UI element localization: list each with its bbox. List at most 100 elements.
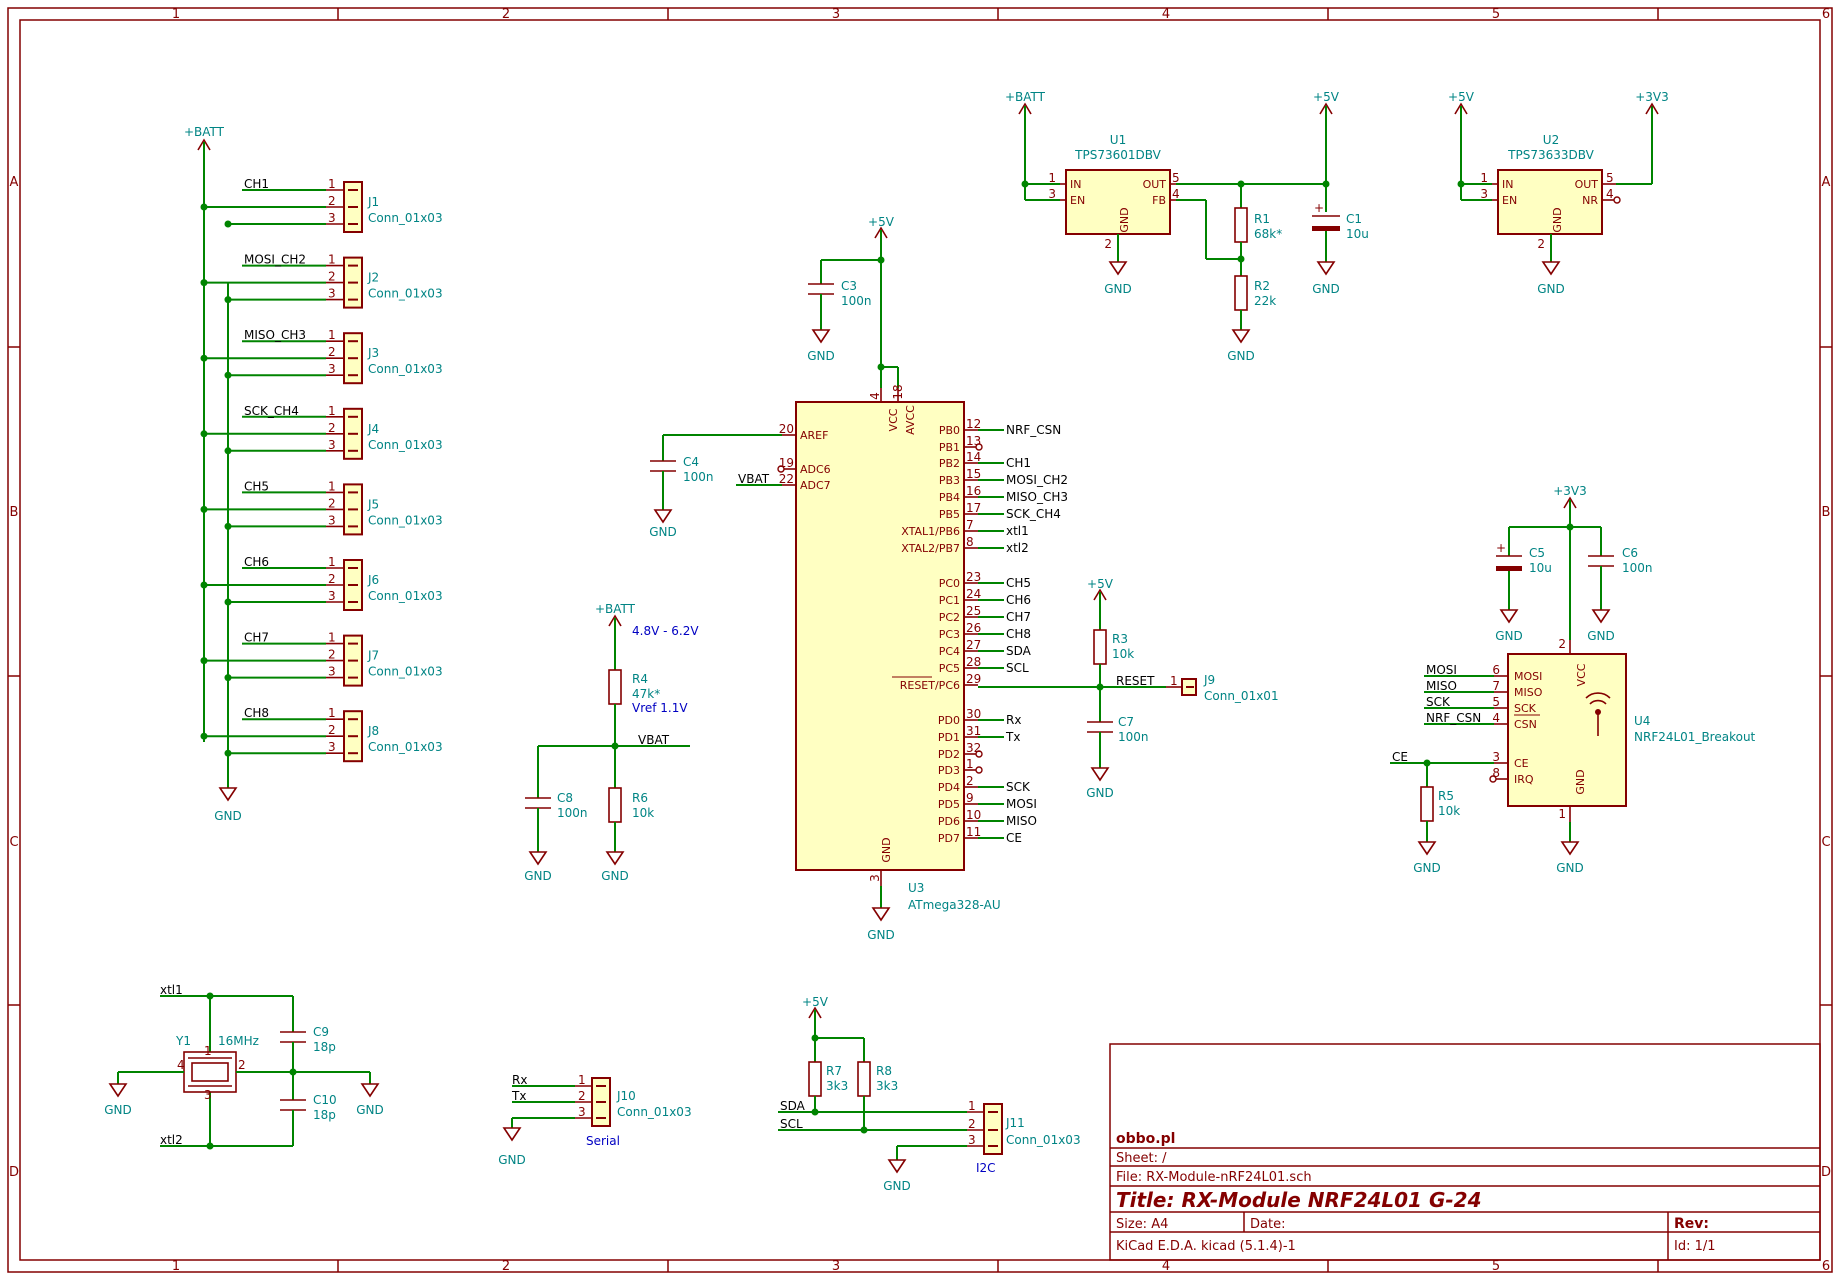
- c9-capacitor: C9 18p: [280, 996, 336, 1100]
- u3-pin-num: 3: [868, 874, 882, 882]
- u3-pin-name: PD2: [938, 748, 960, 761]
- u2-pin-in: IN: [1502, 178, 1513, 191]
- j10-pin-num: 1: [578, 1073, 586, 1087]
- net-label: CH1: [1006, 456, 1031, 470]
- connector-ref: J2: [367, 271, 379, 285]
- u4-ref: U4: [1634, 714, 1650, 728]
- antenna-icon: [1585, 692, 1611, 736]
- r2-ref: R2: [1254, 279, 1270, 293]
- junction-dot: [200, 430, 208, 438]
- tb-rev: Rev:: [1674, 1216, 1709, 1232]
- u3-pin-name: RESET/PC6: [900, 679, 960, 692]
- connector-value: Conn_01x03: [368, 589, 443, 603]
- no-connect-marker: [1489, 775, 1497, 783]
- u2-pin-nr: NR: [1582, 194, 1598, 207]
- net-label: xtl2: [160, 1133, 183, 1147]
- vbat-range-note: 4.8V - 6.2V: [632, 624, 699, 638]
- u1-pin-gnd: GND: [1118, 207, 1131, 232]
- u3-pin-name: PB0: [939, 424, 960, 437]
- u3-pin-num: 17: [966, 501, 981, 515]
- u3-pin-num: 1: [966, 757, 974, 771]
- c4-value: 100n: [683, 470, 714, 484]
- connector-pin-num: 2: [328, 572, 336, 586]
- y1-crystal: Y1 16MHz 1 2 3 4: [175, 1034, 259, 1102]
- u1-body: [1065, 169, 1171, 235]
- r7-value: 3k3: [826, 1079, 848, 1093]
- junction-dot: [224, 522, 232, 530]
- u1-pin-num: 2: [1104, 237, 1112, 251]
- junction-dot: [200, 354, 208, 362]
- connector-ref: J4: [367, 422, 379, 436]
- u3-pin-num: 11: [966, 825, 981, 839]
- connector-contact: [348, 432, 358, 435]
- c8-ref: C8: [557, 791, 573, 805]
- tb-tool: KiCad E.D.A. kicad (5.1.4)-1: [1116, 1239, 1296, 1254]
- v5-power-label: +5V: [1087, 577, 1114, 591]
- connector-value: Conn_01x03: [368, 287, 443, 301]
- y1-pin-num: 4: [177, 1058, 185, 1072]
- r2-value: 22k: [1254, 294, 1276, 308]
- u3-pin-num: 18: [891, 384, 905, 399]
- j11-pin-num: 1: [968, 1099, 976, 1113]
- junction-dot: [200, 581, 208, 589]
- gnd-power-label: GND: [883, 1179, 911, 1193]
- u3-pin-name: XTAL1/PB6: [901, 525, 960, 538]
- connector-pin-num: 1: [328, 631, 336, 645]
- c10-value: 18p: [313, 1108, 336, 1122]
- batt-power-label: +BATT: [595, 602, 636, 616]
- gnd-power-label: GND: [1312, 282, 1340, 296]
- connector-contact: [348, 206, 358, 208]
- batt-rail: +BATT: [184, 125, 225, 742]
- frame-col-label: 4: [1162, 1259, 1170, 1274]
- y1-pin-num: 1: [204, 1044, 212, 1058]
- net-label: MISO_CH3: [244, 328, 306, 342]
- crystal-block: xtl1 xtl2 Y1 16MHz 1 2 3 4 GND GND: [104, 983, 384, 1150]
- connector-contact: [348, 298, 358, 301]
- connector-pin-num: 3: [328, 513, 336, 527]
- c6-value: 100n: [1622, 561, 1653, 575]
- net-label: SCK: [1006, 780, 1031, 794]
- tb-size: Size: A4: [1116, 1217, 1168, 1232]
- u3-pin-name: PC4: [939, 645, 960, 658]
- net-label: CE: [1392, 750, 1408, 764]
- junction-dot: [224, 674, 232, 682]
- u3-pin-name: AREF: [800, 429, 828, 442]
- gnd-power-label: GND: [104, 1103, 132, 1117]
- connector-pin-num: 1: [328, 328, 336, 342]
- r4-value: 47k*: [632, 687, 660, 701]
- connector-contact: [348, 735, 358, 738]
- gnd-power-label: GND: [524, 869, 552, 883]
- net-label: CH6: [244, 555, 269, 569]
- u3-pin-num: 29: [966, 672, 981, 686]
- u3-pin-num: 16: [966, 484, 981, 498]
- frame-col-label: 6: [1822, 1259, 1830, 1274]
- connector-contact: [348, 584, 358, 586]
- net-label: MISO_CH3: [1006, 490, 1068, 504]
- connector-pin-num: 1: [328, 253, 336, 267]
- frame-row-label: A: [10, 175, 19, 190]
- gnd-power-label: GND: [1495, 629, 1523, 643]
- u3-pin-name: PC3: [939, 628, 960, 641]
- net-label: CH5: [1006, 576, 1031, 590]
- net-label: MOSI_CH2: [244, 253, 306, 267]
- u2-pin-en: EN: [1502, 194, 1517, 207]
- connector-pin-num: 2: [328, 421, 336, 435]
- u4-pin-num: 5: [1492, 695, 1500, 709]
- connector-pin-num: 3: [328, 438, 336, 452]
- c1-ref: C1: [1346, 212, 1362, 226]
- frame-row-label: B: [1822, 505, 1831, 520]
- u3-pin-num: 4: [868, 392, 882, 400]
- connector-pin-num: 1: [328, 706, 336, 720]
- tb-date: Date:: [1250, 1217, 1285, 1232]
- net-label: MISO: [1426, 679, 1457, 693]
- connector-contact: [348, 449, 358, 452]
